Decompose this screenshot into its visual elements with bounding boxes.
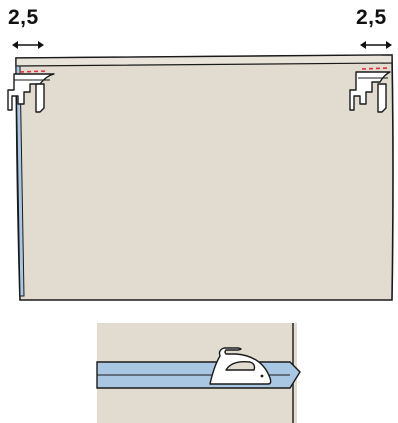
seam-allowance-left-label: 2,5 bbox=[8, 6, 39, 29]
iron-icon bbox=[209, 347, 272, 385]
presser-foot-icon-right bbox=[349, 71, 391, 113]
presser-foot-icon-left bbox=[7, 73, 55, 113]
fabric-panel bbox=[15, 54, 394, 301]
double-arrow-icon-right bbox=[360, 41, 392, 49]
seam-allowance-right-label: 2,5 bbox=[356, 6, 387, 29]
detail-panel bbox=[96, 323, 301, 423]
double-arrow-icon-left bbox=[12, 41, 44, 49]
